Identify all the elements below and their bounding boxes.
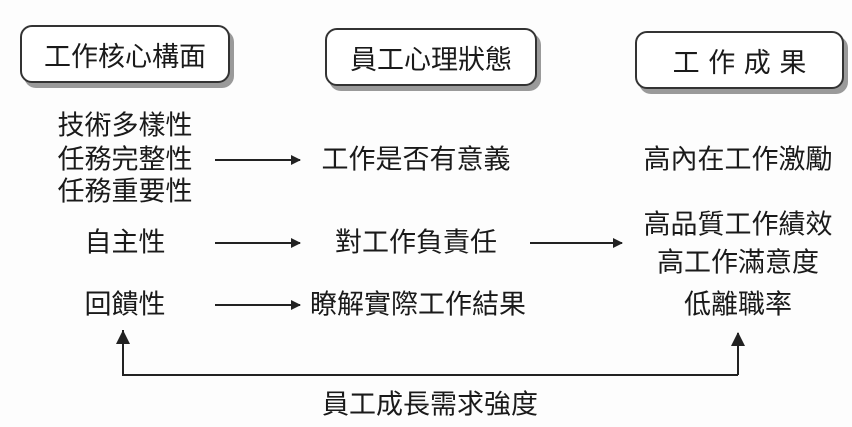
core-task-identity: 任務完整性 [57, 144, 193, 176]
outcome-performance: 高品質工作績效 [643, 209, 833, 241]
outcome-turnover: 低離職率 [684, 289, 792, 321]
moderator-feedback-line [122, 330, 738, 376]
outcome-satisfaction: 高工作滿意度 [657, 247, 819, 279]
core-autonomy: 自主性 [84, 227, 166, 259]
psych-responsibility: 對工作負責任 [335, 227, 497, 259]
core-feedback: 回饋性 [84, 289, 166, 321]
core-task-significance: 任務重要性 [57, 176, 193, 208]
header-outcomes: 工 作 成 果 [635, 31, 844, 89]
core-skill-variety: 技術多樣性 [57, 110, 193, 142]
header-psych-states: 員工心理狀態 [325, 28, 537, 86]
psych-meaningfulness: 工作是否有意義 [321, 144, 511, 176]
outcome-motivation: 高內在工作激勵 [643, 144, 833, 176]
header-core-dimensions: 工作核心構面 [20, 25, 230, 83]
psych-knowledge-of-results: 瞭解實際工作結果 [310, 289, 526, 321]
moderator-label: 員工成長需求強度 [322, 389, 538, 421]
